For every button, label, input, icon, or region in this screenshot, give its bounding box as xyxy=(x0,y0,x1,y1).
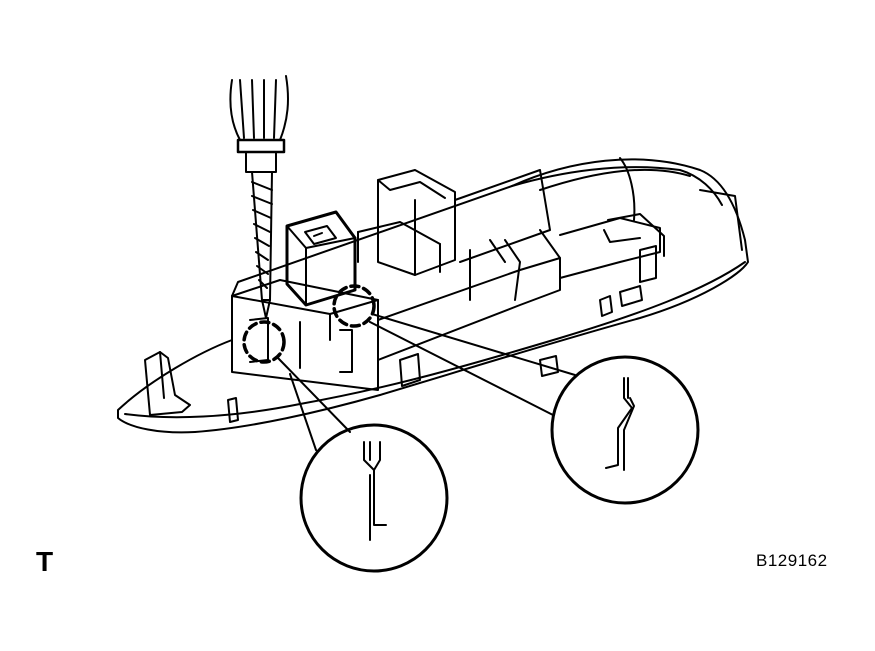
detail-view-right xyxy=(550,355,700,505)
callout-marker-left xyxy=(242,320,286,364)
latch-tab-left xyxy=(144,351,239,423)
callout-marker-right xyxy=(332,284,376,328)
slide-rail xyxy=(399,213,665,387)
leader-lines-left xyxy=(277,357,351,451)
detail-view-left xyxy=(299,423,449,573)
socket-housing xyxy=(285,210,357,307)
connector-block xyxy=(231,257,561,391)
reference-code: B129162 xyxy=(756,551,828,570)
corner-mark: T xyxy=(36,546,54,577)
housing-base xyxy=(117,157,749,434)
rear-block xyxy=(357,169,561,301)
leader-lines-right xyxy=(369,313,576,416)
screwdriver-icon xyxy=(229,75,289,319)
